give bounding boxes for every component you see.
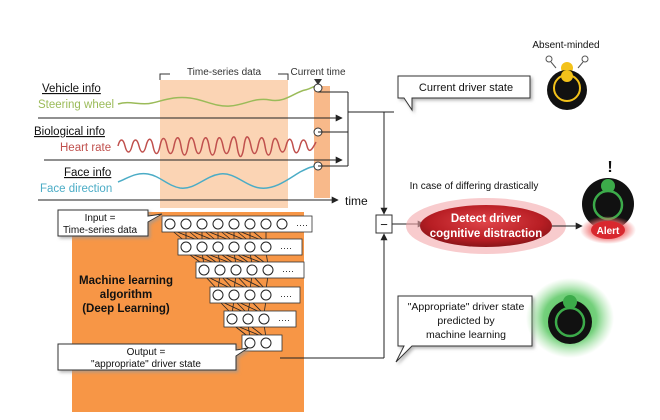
nn-node: [260, 218, 272, 230]
nn-node: [260, 241, 272, 253]
current-sample-steering: [313, 83, 323, 93]
nn-node: [276, 218, 288, 230]
condition-text: In case of differing drastically: [410, 181, 539, 192]
vehicle-info-label: Vehicle info: [42, 83, 101, 95]
appropriate-line2: predicted by: [437, 315, 495, 327]
nn-layer-ellipsis: ····: [280, 243, 292, 253]
nn-node: [244, 218, 256, 230]
nn-node: [228, 218, 240, 230]
detect-line1: Detect driver: [451, 213, 522, 225]
appropriate-line1: "Appropriate" driver state: [408, 301, 525, 313]
nn-node: [228, 241, 240, 253]
nn-node: [262, 264, 274, 276]
output-callout-line2: "appropriate" driver state: [91, 359, 201, 370]
absent-minded-label: Absent-minded: [532, 40, 599, 51]
nn-node: [246, 264, 258, 276]
nn-node: [258, 313, 270, 325]
ml-title-line3: (Deep Learning): [82, 303, 170, 315]
nn-node: [230, 264, 242, 276]
output-callout: Output = "appropriate" driver state: [57, 343, 249, 371]
nn-layer-ellipsis: ····: [282, 266, 294, 276]
heart-rate-label: Heart rate: [60, 142, 111, 154]
appropriate-line3: machine learning: [426, 329, 506, 341]
face-direction-signal: [117, 165, 319, 189]
alert-driver-icon: [580, 178, 636, 244]
nn-node: [260, 289, 272, 301]
steering-signal: [117, 85, 319, 107]
time-axes: [38, 91, 394, 204]
nn-node: [212, 241, 224, 253]
current-state-text: Current driver state: [419, 82, 513, 94]
good-driver-icon: [526, 278, 614, 358]
neural-network: ···· ···· ···· ···· ····: [161, 215, 313, 352]
nn-node: [244, 241, 256, 253]
nn-node: [164, 218, 176, 230]
nn-node: [196, 218, 208, 230]
biological-info-label: Biological info: [34, 126, 105, 138]
nn-node: [228, 289, 240, 301]
nn-node: [214, 264, 226, 276]
nn-layer-ellipsis: ····: [280, 291, 292, 301]
steering-wheel-label: Steering wheel: [38, 99, 114, 111]
ml-title-line2: algorithm: [100, 289, 152, 301]
nn-layer-ellipsis: ····: [278, 315, 290, 325]
time-axis-label: time: [345, 194, 368, 208]
nn-node: [242, 313, 254, 325]
detect-line2: cognitive distraction: [430, 228, 542, 240]
nn-node: [212, 289, 224, 301]
face-info-label: Face info: [64, 167, 111, 179]
appropriate-callout: "Appropriate" driver state predicted by …: [395, 295, 533, 363]
comparator-box: [375, 214, 393, 234]
current-time-pointer: [314, 79, 322, 85]
alert-exclaim: !: [607, 159, 612, 176]
input-callout: Input = Time-series data: [57, 209, 163, 237]
time-series-label: Time-series data: [187, 67, 262, 78]
nn-node: [180, 218, 192, 230]
nn-node: [180, 241, 192, 253]
output-callout-line1: Output =: [127, 347, 166, 358]
nn-node: [226, 313, 238, 325]
absent-minded-driver-icon: [545, 55, 589, 110]
comparator-minus: −: [380, 217, 388, 232]
input-callout-line1: Input =: [85, 213, 116, 224]
time-series-bracket: [159, 73, 289, 80]
heart-rate-signal: [117, 136, 317, 158]
nn-node: [212, 218, 224, 230]
nn-node: [244, 337, 256, 349]
nn-node: [260, 337, 272, 349]
nn-layer-2: [177, 238, 303, 256]
face-direction-label: Face direction: [40, 183, 112, 195]
nn-node: [196, 241, 208, 253]
input-callout-line2: Time-series data: [63, 225, 138, 236]
nn-node: [198, 264, 210, 276]
ml-title-line1: Machine learning: [79, 275, 173, 287]
alert-label: Alert: [597, 226, 620, 237]
current-time-bar: [314, 86, 330, 198]
current-state-callout: Current driver state: [397, 75, 531, 112]
current-time-label: Current time: [290, 67, 345, 78]
nn-layer-ellipsis: ····: [296, 220, 308, 230]
nn-node: [244, 289, 256, 301]
detect-ellipse: [420, 205, 552, 247]
